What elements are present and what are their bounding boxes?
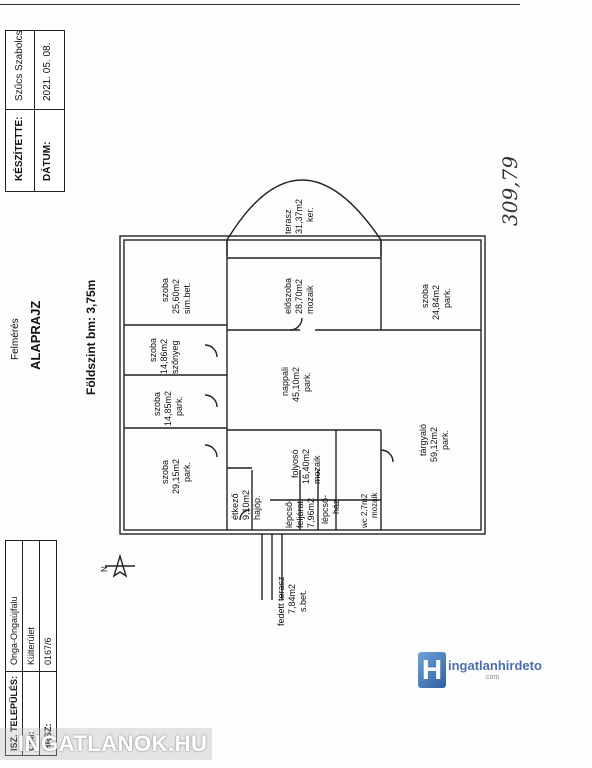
room-name: lépcső- <box>320 494 330 524</box>
terrace-arc <box>226 179 382 241</box>
room-name: szoba <box>148 337 158 362</box>
logo-house-icon: H <box>418 652 446 688</box>
door-arc <box>289 317 303 331</box>
room-area: 59,12m2 <box>429 426 439 462</box>
room-name: fedett terasz <box>276 576 286 626</box>
room-name: tárgyaló <box>418 423 428 456</box>
room-terasz: terasz 31,37m2 ker. <box>283 199 316 234</box>
room-etkezo: étkező 9,10m2 hajóp. <box>230 490 263 520</box>
room-fedett-terasz: fedett terasz 7,84m2 s.bet. <box>276 576 309 626</box>
ingatlanhirdeto-logo: H ingatlanhirdeto .com <box>418 652 542 690</box>
room-floor: park. <box>440 429 450 450</box>
room-name: szoba <box>420 283 430 308</box>
watermark-banner: INGATLANOK.HU <box>0 728 212 760</box>
room-floor: s.bet. <box>298 589 308 612</box>
room-floor: mozaik <box>312 455 322 484</box>
room-wc: wc 2,7m2 mozaik <box>360 493 380 528</box>
room-name: wc <box>360 518 369 528</box>
room-targyalo: tárgyaló 59,12m2 park. <box>418 424 451 462</box>
info-box-location: ISZ. TELEPÜLÉS: Onga-Ongaújfalu CÍM: Kül… <box>5 540 57 756</box>
room-floor: szőnyeg <box>170 340 180 374</box>
room-name-2: feljárat <box>295 500 305 528</box>
room-area: 28,70m2 <box>294 278 304 314</box>
room-eloszoba: előszoba 28,70m2 mozaik <box>283 278 316 314</box>
room-szoba-1: szoba 25,60m2 sim.bet. <box>160 278 193 314</box>
room-area: 2,7m2 <box>360 493 369 516</box>
room-area: 14,86m2 <box>159 338 169 374</box>
room-szoba-5: szoba 29,15m2 park. <box>160 459 193 494</box>
room-area: 14,85m2 <box>163 390 173 426</box>
room-floor: ker. <box>305 207 315 222</box>
room-nappali: nappali 45,10m2 park. <box>280 367 313 402</box>
room-floor: mozaik <box>305 285 315 314</box>
room-szoba-2: szoba 24,84m2 park. <box>420 284 453 320</box>
room-area: 9,10m2 <box>241 489 251 520</box>
room-lepcso-feljarat: lépcső- feljárat 7,96m2 <box>284 498 317 528</box>
room-area: 24,84m2 <box>431 284 441 320</box>
room-area: 7,96m2 <box>306 497 316 528</box>
room-area: 29,15m2 <box>171 458 181 494</box>
room-floor: park. <box>174 395 184 416</box>
top-border-line <box>0 4 520 5</box>
room-floor: mozaik <box>370 492 379 518</box>
room-name: előszoba <box>283 277 293 314</box>
room-area: 31,37m2 <box>294 198 304 234</box>
room-area: 7,84m2 <box>287 583 297 614</box>
room-name: folyosó <box>290 449 300 478</box>
room-name: terasz <box>283 209 293 234</box>
room-folyoso: folyosó 16,40m2 mozaik <box>290 449 323 484</box>
room-name: szoba <box>160 459 170 484</box>
room-name: szoba <box>152 391 162 416</box>
room-szoba-3: szoba 14,86m2 szőnyeg <box>148 338 181 374</box>
outer-wall <box>119 235 486 535</box>
room-floor: park. <box>302 371 312 392</box>
watermark-text: INGATLANOK.HU <box>18 731 208 756</box>
room-name: szoba <box>160 277 170 302</box>
room-lepcsohaz: lépcső- ház <box>320 495 342 524</box>
room-floor: hajóp. <box>252 495 262 520</box>
compass-north-label: N <box>100 566 109 572</box>
room-name-2: ház <box>331 499 341 514</box>
room-area: 16,40m2 <box>301 448 311 484</box>
room-name: étkező <box>230 493 240 520</box>
room-szoba-4: szoba 14,85m2 park. <box>152 391 185 426</box>
logo-text: ingatlanhirdeto <box>448 658 542 673</box>
info-box-prepared: KÉSZÍTETTE: Szűcs Szabolcs DÁTUM: 2021. … <box>5 30 65 192</box>
logo-subtext: .com <box>484 674 500 681</box>
room-name: nappali <box>280 366 290 396</box>
room-area: 25,60m2 <box>171 278 181 314</box>
room-area: 45,10m2 <box>291 366 301 402</box>
room-floor: sim.bet. <box>182 282 192 314</box>
room-floor: park. <box>442 287 452 308</box>
room-floor: park. <box>182 461 192 482</box>
room-name: lépcső- <box>284 498 294 528</box>
